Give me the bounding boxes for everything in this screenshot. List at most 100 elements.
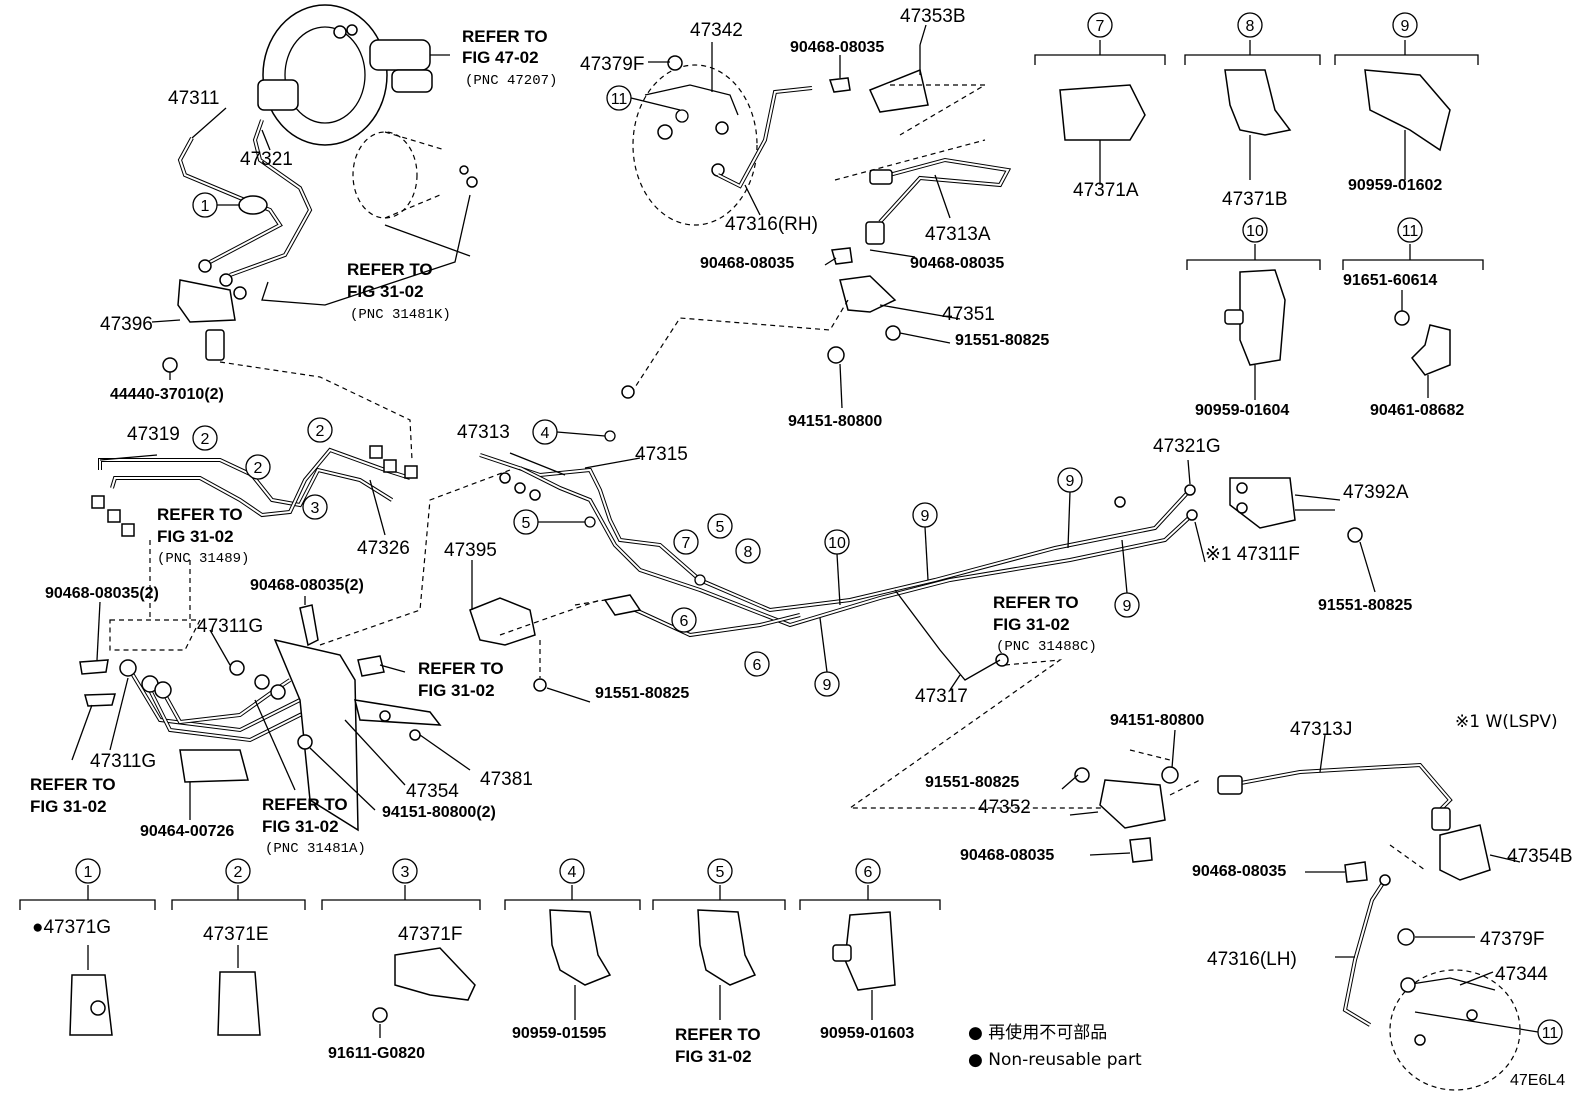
label-refer: REFER TO xyxy=(262,795,348,814)
label-47313A: 47313A xyxy=(925,224,991,245)
label-94151: 94151-80800 xyxy=(1110,712,1204,729)
booster-lh-ref xyxy=(1389,969,1521,1091)
label-90959-01604: 90959-01604 xyxy=(1195,402,1289,419)
callout-number: 8 xyxy=(744,544,753,561)
label-90461: 90461-08682 xyxy=(1370,402,1464,419)
part-labels: 47311 47321 REFER TO FIG 47-02 (PNC 4720… xyxy=(30,6,1573,1089)
clip-box-2: 2 xyxy=(171,858,306,1036)
callout-number: 6 xyxy=(864,864,873,881)
callout-number: 8 xyxy=(1246,18,1255,35)
diagram-code: 47E6L4 xyxy=(1510,1072,1565,1089)
callout-number: 10 xyxy=(1246,223,1264,240)
label-47311F: ※1 47311F xyxy=(1205,544,1300,565)
label-refer-fig: FIG 31-02 xyxy=(347,282,424,301)
label-47317: 47317 xyxy=(915,686,968,707)
callout-number: 11 xyxy=(611,91,628,108)
label-44440: 44440-37010(2) xyxy=(110,386,224,403)
legend-non-reusable: ● Non-reusable part xyxy=(968,1050,1142,1070)
callout-number: 7 xyxy=(682,535,691,552)
label-47379F: 47379F xyxy=(1480,929,1544,950)
label-47316-rh: 47316(RH) xyxy=(725,214,818,235)
label-91551: 91551-80825 xyxy=(1318,597,1412,614)
label-refer-pnc: (PNC 31489) xyxy=(157,551,249,567)
label-refer-fig: FIG 31-02 xyxy=(157,527,234,546)
label-47311G: 47311G xyxy=(197,616,263,637)
label-90468: 90468-08035 xyxy=(790,39,884,56)
label-note-lspv: ※1 W(LSPV) xyxy=(1455,712,1558,732)
bracket-47353B xyxy=(868,68,929,113)
label-47371B: 47371B xyxy=(1222,189,1288,210)
label-refer-pnc: (PNC 31488C) xyxy=(996,639,1097,655)
label-refer-fig: FIG 47-02 xyxy=(462,48,539,67)
callout-number: 2 xyxy=(254,460,263,477)
label-47395: 47395 xyxy=(444,540,497,561)
clip-box-8: 8 xyxy=(1184,12,1321,180)
label-refer-fig: FIG 31-02 xyxy=(262,817,339,836)
label-refer-fig: FIG 31-02 xyxy=(30,797,107,816)
callout-number: 3 xyxy=(311,500,320,517)
label-47379F: 47379F xyxy=(580,54,644,75)
clip-box-6: 6 xyxy=(799,858,941,1020)
label-47371A: 47371A xyxy=(1073,180,1139,201)
label-47392A: 47392A xyxy=(1343,482,1409,503)
label-47321: 47321 xyxy=(240,149,293,170)
booster-assembly xyxy=(257,4,433,146)
label-90959-01595: 90959-01595 xyxy=(512,1025,606,1042)
callout-number: 2 xyxy=(316,423,325,440)
clip-box-7: 7 xyxy=(1034,12,1166,175)
pipe-47316-lh xyxy=(1342,878,1387,1027)
clip-box-5: 5 xyxy=(652,858,786,1020)
clip-box-1: 1 xyxy=(19,858,156,1036)
label-91551: 91551-80825 xyxy=(595,685,689,702)
callout-number: 9 xyxy=(823,677,832,694)
callout-number: 4 xyxy=(541,425,550,442)
label-refer: REFER TO xyxy=(157,505,243,524)
label-47353B: 47353B xyxy=(900,6,966,27)
label-94151: 94151-80800(2) xyxy=(382,804,496,821)
label-47315: 47315 xyxy=(635,444,688,465)
label-47313: 47313 xyxy=(457,422,510,443)
hose-47313J xyxy=(1229,762,1453,812)
label-47344: 47344 xyxy=(1495,964,1548,985)
label-refer-fig: FIG 31-02 xyxy=(993,615,1070,634)
callout-number: 9 xyxy=(1401,18,1410,35)
label-47381: 47381 xyxy=(480,769,533,790)
label-47321G: 47321G xyxy=(1153,436,1221,457)
callout-number: 6 xyxy=(680,613,689,630)
callout-number: 11 xyxy=(1542,1025,1559,1042)
bolt-44440 xyxy=(162,357,178,373)
callout-number: 4 xyxy=(568,864,577,881)
bracket-47354 xyxy=(273,638,359,832)
label-91611: 91611-G0820 xyxy=(328,1045,425,1062)
pipe-ref xyxy=(261,194,471,306)
clip-box-10: 10 xyxy=(1186,217,1321,400)
callout-number: 2 xyxy=(234,864,243,881)
label-90464: 90464-00726 xyxy=(140,823,234,840)
label-91551: 91551-80825 xyxy=(955,332,1049,349)
label-47319: 47319 xyxy=(127,424,180,445)
callout-number: 1 xyxy=(201,198,210,215)
clip-box-4: 4 xyxy=(504,858,641,1020)
label-refer-pnc: (PNC 31481A) xyxy=(265,841,366,857)
bracket-47354B xyxy=(1439,824,1491,881)
booster-rh-ref xyxy=(632,55,758,226)
label-refer: REFER TO xyxy=(418,659,504,678)
label-refer: REFER TO xyxy=(462,27,548,46)
label-90468: 90468-08035 xyxy=(910,255,1004,272)
label-90468: 90468-08035 xyxy=(1192,863,1286,880)
hose-47313A xyxy=(877,157,1012,224)
bracket-47395 xyxy=(469,597,536,646)
label-91651: 91651-60614 xyxy=(1343,272,1437,289)
bracket-47396 xyxy=(177,279,236,323)
label-47354: 47354 xyxy=(406,781,459,802)
clip-box-11: 11 xyxy=(1342,217,1484,398)
label-90468: 90468-08035 xyxy=(700,255,794,272)
label-refer: REFER TO xyxy=(30,775,116,794)
label-47371E: 47371E xyxy=(203,924,269,945)
label-47316-lh: 47316(LH) xyxy=(1207,949,1297,970)
callout-number: 1 xyxy=(84,864,93,881)
label-90959-01603: 90959-01603 xyxy=(820,1025,914,1042)
callout-number: 9 xyxy=(921,508,930,525)
label-refer-fig: FIG 31-02 xyxy=(675,1047,752,1066)
